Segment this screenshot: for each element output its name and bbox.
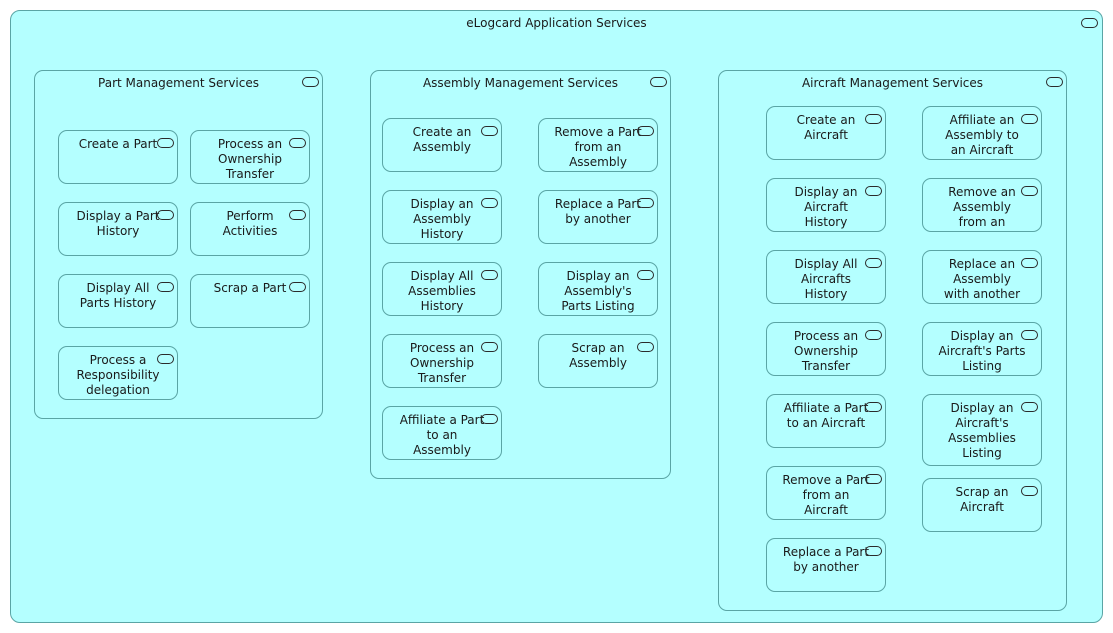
service-icon [865,474,882,484]
service-icon [865,330,882,340]
service-label: Create a Part [78,137,158,151]
service-icon [865,546,882,556]
service-icon [865,258,882,268]
service-scrap-part[interactable]: Scrap a Part [190,274,310,328]
group-title: Aircraft Management Services [801,76,984,90]
service-icon [1021,258,1038,268]
service-icon [157,282,174,292]
service-icon [1081,18,1098,28]
service-icon [865,186,882,196]
service-icon [481,126,498,136]
service-icon [865,114,882,124]
group-title: Assembly Management Services [422,76,619,90]
container-title: eLogcard Application Services [466,16,647,30]
service-icon [481,270,498,280]
service-icon [289,282,306,292]
service-icon [1046,77,1063,87]
service-icon [289,210,306,220]
service-icon [481,414,498,424]
service-label: Scrap a Part [213,281,287,295]
service-icon [157,354,174,364]
service-icon [650,77,667,87]
service-icon [1021,402,1038,412]
service-icon [1021,186,1038,196]
service-icon [157,138,174,148]
service-icon [1021,330,1038,340]
service-icon [1021,486,1038,496]
service-icon [865,402,882,412]
service-icon [289,138,306,148]
group-title: Part Management Services [98,76,259,90]
service-icon [481,198,498,208]
service-icon [637,342,654,352]
service-icon [157,210,174,220]
service-icon [302,77,319,87]
service-create-part[interactable]: Create a Part [58,130,178,184]
service-icon [637,198,654,208]
service-icon [1021,114,1038,124]
service-icon [481,342,498,352]
service-icon [637,126,654,136]
service-icon [637,270,654,280]
